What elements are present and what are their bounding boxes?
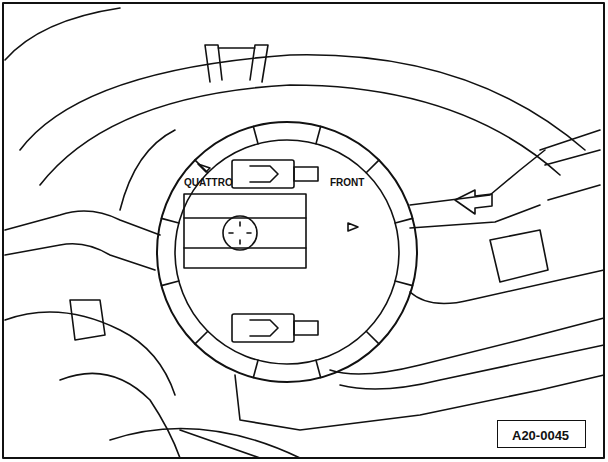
electrical-connector <box>229 222 251 244</box>
wire <box>410 270 604 304</box>
hose <box>410 150 545 228</box>
wire <box>340 345 604 389</box>
ring-notch <box>161 281 178 286</box>
alignment-mark <box>348 223 358 231</box>
tank-contour <box>5 312 175 395</box>
flange-inner-ring <box>175 140 399 364</box>
wire <box>540 130 600 200</box>
ring-notch <box>195 331 208 344</box>
frame <box>3 3 604 458</box>
ring-notches <box>161 126 412 377</box>
tank-contour <box>40 85 560 185</box>
fuel-connector-top <box>232 160 294 188</box>
electrical-connector <box>223 216 257 250</box>
ring-notch <box>316 360 321 377</box>
cover-plate <box>184 218 306 248</box>
fuel-connector-bottom <box>232 314 294 342</box>
hose-clamp <box>490 230 548 282</box>
tank-contour <box>110 428 300 458</box>
fuel-connector-top <box>294 167 318 181</box>
retaining-clip <box>205 45 268 82</box>
ring-notch <box>395 281 412 286</box>
direction-arrow <box>455 190 492 214</box>
part-label: FRONT <box>330 177 364 188</box>
cover-plate <box>184 194 306 268</box>
flange-outer-ring <box>157 122 417 382</box>
reference-box: A20-0045 <box>497 420 586 448</box>
tank-contour <box>5 8 120 60</box>
flow-arrow <box>250 166 278 182</box>
ring-notch <box>161 218 178 223</box>
tank-contour <box>20 55 585 150</box>
ring-notch <box>366 160 379 173</box>
alignment-mark <box>198 164 210 172</box>
part-label: QUATTRO <box>184 177 233 188</box>
ring-notch <box>253 126 258 143</box>
ring-notch <box>253 360 258 377</box>
tank-contour <box>60 373 180 458</box>
pipe-bracket <box>5 211 160 270</box>
fuel-connector-bottom <box>294 321 318 335</box>
tank-contour <box>120 130 175 210</box>
ring-notch <box>316 126 321 143</box>
bracket <box>70 300 105 340</box>
flow-arrow <box>250 320 278 336</box>
ring-notch <box>366 331 379 344</box>
ring-notch <box>395 218 412 223</box>
reference-number: A20-0045 <box>512 428 569 443</box>
